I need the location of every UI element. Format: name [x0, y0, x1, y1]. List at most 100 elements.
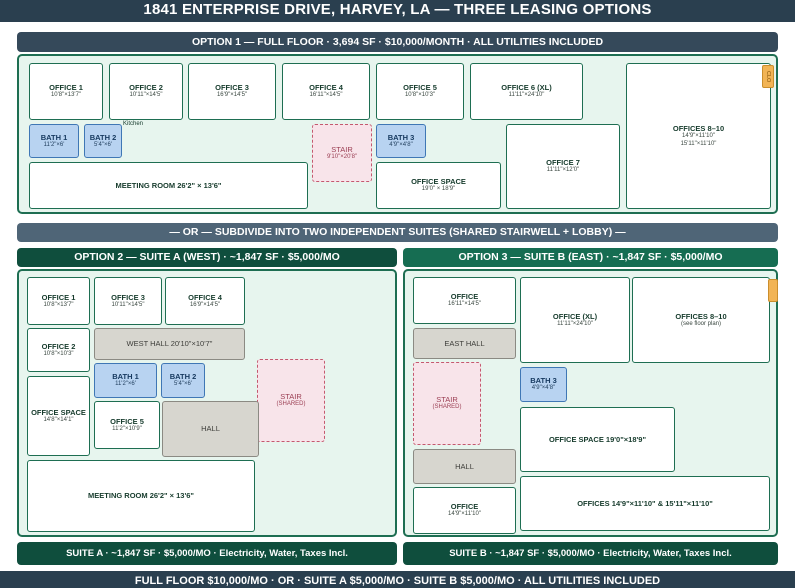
- option3-office-space[interactable]: OFFICE SPACE 19'0"×18'9": [520, 407, 675, 472]
- room-dim: 11'2"×10'9": [112, 425, 142, 432]
- option2-bath-1[interactable]: BATH 1 11'2"×6': [94, 363, 157, 398]
- option1-bath-1[interactable]: BATH 1 11'2"×6': [29, 124, 79, 158]
- option3-offices-8-10[interactable]: OFFICES 8–10 (see floor plan): [632, 277, 770, 363]
- option1-office-space[interactable]: OFFICE SPACE 19'0" × 18'9": [376, 162, 501, 209]
- room-dim: 16'9"×14'5": [189, 301, 221, 308]
- room-name: OFFICE 3: [215, 83, 249, 93]
- room-name: BATH 2: [169, 372, 197, 382]
- room-name: OFFICE 5: [110, 416, 144, 426]
- option1-office-5[interactable]: OFFICE 5 10'8"×10'3": [376, 63, 464, 120]
- room-name: STAIR: [436, 395, 458, 405]
- option2-office-2[interactable]: OFFICE 2 10'8"×10'3": [27, 328, 90, 372]
- room-dim: (SHARED): [432, 404, 462, 411]
- room-name: OFFICE 2: [41, 341, 76, 351]
- option1-office-1[interactable]: OFFICE 1 10'8"×13'7": [29, 63, 103, 120]
- option1-bath-2[interactable]: BATH 2 5'4"×6': [84, 124, 122, 158]
- option2-office-space[interactable]: OFFICE SPACE 14'8"×14'1": [27, 376, 90, 456]
- room-dim: 10'8"×13'7": [43, 301, 74, 308]
- room-dim: 19'0" × 18'9": [421, 186, 456, 193]
- option3-east-hall[interactable]: EAST HALL: [413, 328, 516, 359]
- room-name: BATH 3: [387, 132, 415, 142]
- room-name: OFFICE SPACE: [411, 177, 466, 187]
- room-dim: 14'9"×11'10": [448, 511, 481, 518]
- room-name: STAIR: [331, 144, 353, 154]
- room-name: OFFICE 7: [546, 158, 580, 168]
- room-name: OFFICE 4: [309, 83, 343, 93]
- subdivide-divider: — OR — SUBDIVIDE INTO TWO INDEPENDENT SU…: [17, 223, 778, 242]
- room-name: OFFICE 1: [41, 292, 76, 302]
- room-dim: 11'11"×12'0": [546, 167, 580, 174]
- room-dim: 4'9"×4'8": [389, 141, 413, 148]
- page-title: 1841 ENTERPRISE DRIVE, HARVEY, LA — THRE…: [0, 0, 795, 22]
- room-dim: (see floor plan): [680, 320, 722, 327]
- option3-hall[interactable]: HALL: [413, 449, 516, 484]
- room-dim: 10'11"×14'5": [111, 301, 145, 308]
- option2-meeting-room[interactable]: MEETING ROOM 26'2" × 13'6": [27, 460, 255, 532]
- room-dim: 14'9"×11'10": [682, 133, 715, 140]
- room-dim: 5'4"×6': [94, 141, 112, 148]
- option3-office-south[interactable]: OFFICE 14'9"×11'10": [413, 487, 516, 534]
- option1-floor-plan: OFFICE 1 10'8"×13'7" OFFICE 2 10'11"×14'…: [17, 54, 778, 214]
- option1-offices-8-10[interactable]: OFFICES 8–10 14'9"×11'10" 15'11"×11'10": [626, 63, 771, 209]
- room-name: MEETING ROOM 26'2" × 13'6": [115, 180, 222, 190]
- room-name: HALL: [455, 461, 474, 471]
- room-name: OFFICE SPACE 19'0"×18'9": [548, 434, 647, 444]
- room-dim: 11'2"×6': [43, 141, 65, 148]
- option2-office-1[interactable]: OFFICE 1 10'8"×13'7": [27, 277, 90, 325]
- room-name: BATH 2: [89, 132, 117, 142]
- kitchen-label: Kitchen: [123, 121, 144, 127]
- room-name: OFFICE 4: [188, 292, 222, 302]
- room-name: STAIR: [280, 392, 302, 402]
- closet-marker: [768, 279, 778, 302]
- room-name: BATH 1: [112, 372, 139, 382]
- option3-footer: SUITE B · ~1,847 SF · $5,000/MO · Electr…: [403, 542, 778, 565]
- room-name: OFFICE: [450, 292, 479, 302]
- room-name: OFFICE 5: [403, 83, 437, 93]
- room-dim: 10'11"×14'5": [129, 92, 163, 99]
- option1-office-3[interactable]: OFFICE 3 16'9"×14'5": [188, 63, 276, 120]
- room-dim: 16'9"×14'5": [216, 92, 248, 99]
- room-dim: 5'4"×6': [174, 381, 192, 388]
- room-name: OFFICES 8–10: [672, 123, 725, 133]
- closet-label: CLO: [762, 65, 774, 88]
- option2-stair-shared[interactable]: STAIR (SHARED): [257, 359, 325, 442]
- option1-meeting-room[interactable]: MEETING ROOM 26'2" × 13'6": [29, 162, 308, 209]
- option2-footer: SUITE A · ~1,847 SF · $5,000/MO · Electr…: [17, 542, 397, 565]
- room-name: OFFICE (XL): [552, 311, 598, 321]
- room-name: MEETING ROOM 26'2" × 13'6": [88, 491, 194, 501]
- option1-office-7[interactable]: OFFICE 7 11'11"×12'0": [506, 124, 620, 209]
- room-dim: 16'11"×14'5": [448, 301, 481, 308]
- room-name: HALL: [201, 424, 220, 434]
- option1-header: OPTION 1 — FULL FLOOR · 3,694 SF · $10,0…: [17, 32, 778, 52]
- room-name: OFFICE SPACE: [31, 407, 86, 417]
- option2-hall[interactable]: HALL: [162, 401, 259, 457]
- room-dim: (SHARED): [276, 401, 306, 408]
- option2-office-4[interactable]: OFFICE 4 16'9"×14'5": [165, 277, 245, 325]
- option2-office-5[interactable]: OFFICE 5 11'2"×10'9": [94, 401, 160, 449]
- option3-bath-3[interactable]: BATH 3 4'9"×4'8": [520, 367, 567, 402]
- room-name: OFFICE 1: [49, 83, 83, 93]
- room-dim: 4'9"×4'8": [531, 385, 556, 392]
- room-dim: 14'8"×14'1": [43, 416, 74, 423]
- option2-bath-2[interactable]: BATH 2 5'4"×6': [161, 363, 205, 398]
- option3-office[interactable]: OFFICE 16'11"×14'5": [413, 277, 516, 324]
- room-dim: 11'2"×6': [115, 381, 136, 388]
- option1-office-2[interactable]: OFFICE 2 10'11"×14'5": [109, 63, 183, 120]
- room-dim: 11'11"×24'10": [557, 320, 593, 327]
- pricing-summary-footer: FULL FLOOR $10,000/MO · OR · SUITE A $5,…: [0, 571, 795, 588]
- room-dim: 10'8"×10'3": [404, 92, 436, 99]
- room-name: OFFICES 8–10: [675, 311, 727, 321]
- option3-office-xl[interactable]: OFFICE (XL) 11'11"×24'10": [520, 277, 630, 363]
- room-dim: 11'11"×24'10": [508, 92, 545, 99]
- option2-west-hall[interactable]: WEST HALL 20'10"×10'7": [94, 328, 245, 360]
- room-name: EAST HALL: [444, 338, 485, 348]
- option1-bath-3[interactable]: BATH 3 4'9"×4'8": [376, 124, 426, 158]
- option3-stair-shared[interactable]: STAIR (SHARED): [413, 362, 481, 445]
- option1-stair[interactable]: STAIR 9'10"×20'8": [312, 124, 372, 182]
- room-dim: 9'10"×20'8": [326, 153, 358, 160]
- option2-office-3[interactable]: OFFICE 3 10'11"×14'5": [94, 277, 162, 325]
- option1-office-4[interactable]: OFFICE 4 16'11"×14'5": [282, 63, 370, 120]
- option1-office-6[interactable]: OFFICE 6 (XL) 11'11"×24'10": [470, 63, 583, 120]
- room-name: BATH 3: [530, 376, 557, 386]
- option3-offices-pair[interactable]: OFFICES 14'9"×11'10" & 15'11"×11'10": [520, 476, 770, 531]
